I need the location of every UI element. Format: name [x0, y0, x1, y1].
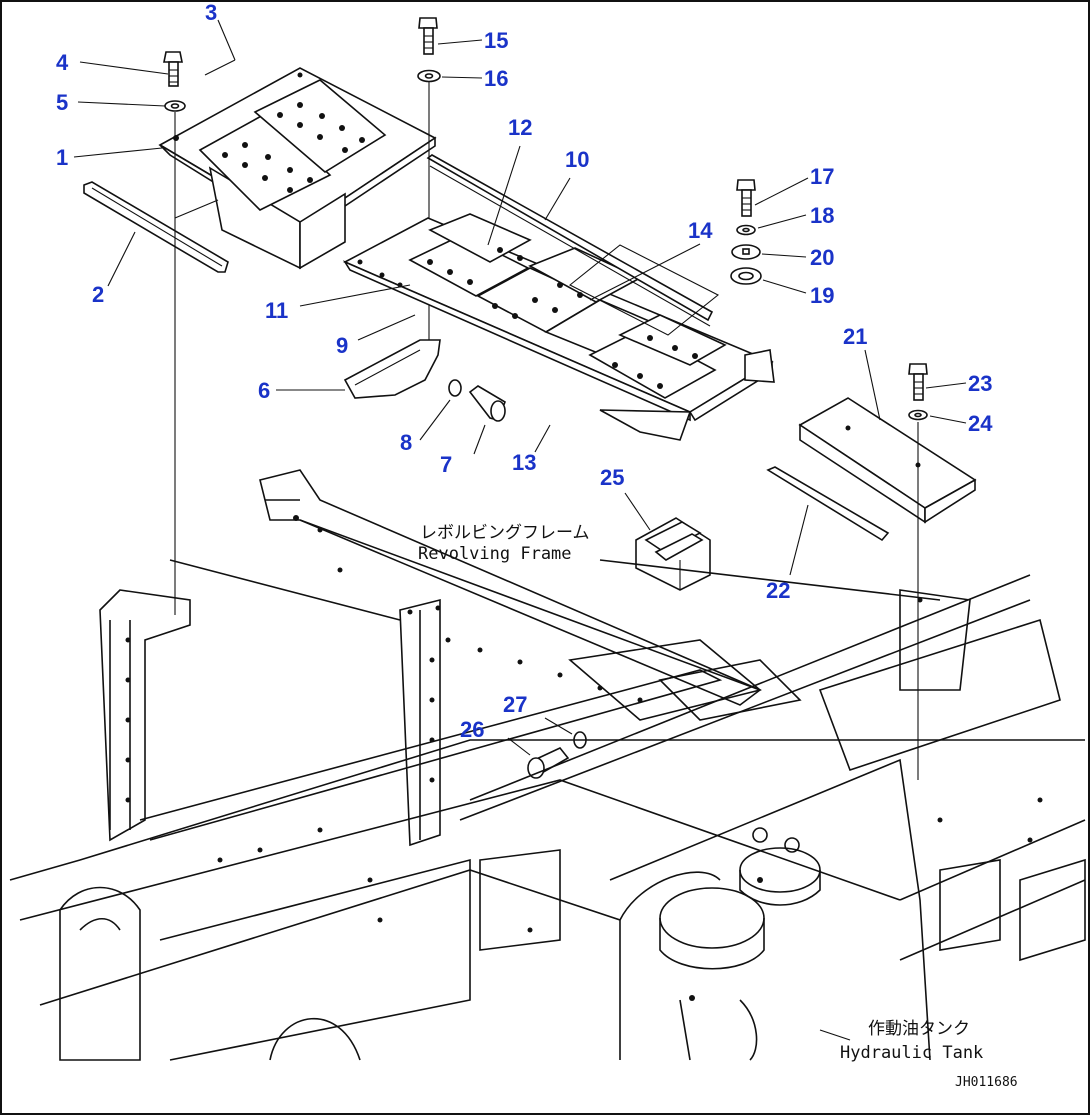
- revolving-frame-label-jp: レボルビングフレーム: [420, 523, 590, 543]
- bolt-part-26: [527, 747, 570, 779]
- hydraulic-tank-label-jp: 作動油タンク: [868, 1019, 970, 1039]
- callout-20: 20: [810, 245, 834, 270]
- callout-15: 15: [484, 28, 508, 53]
- washer-part-20: [731, 244, 761, 260]
- callout-19: 19: [810, 283, 834, 308]
- cover-part-21: [798, 397, 977, 524]
- bar-part-2: [83, 181, 229, 273]
- callout-25: 25: [600, 465, 624, 490]
- block-part-25: [635, 517, 711, 591]
- revolving-frame: [9, 469, 1086, 1061]
- bolt-part-23: [908, 363, 928, 401]
- bolt-part-17: [736, 179, 756, 217]
- callout-22: 22: [766, 578, 790, 603]
- callout-14: 14: [688, 218, 713, 243]
- strip-part-22: [766, 466, 890, 542]
- step-part-9: [342, 213, 775, 441]
- callout-numbers: 4 5 1 2 3 6 7 8 9 10 11 12 13 14 15 16 1…: [56, 0, 993, 742]
- bolt-part-7: [468, 385, 506, 422]
- leader-line: [174, 199, 219, 219]
- bracket-part-6: [343, 339, 441, 399]
- callout-6: 6: [258, 378, 270, 403]
- callout-4: 4: [56, 50, 69, 75]
- washer-part-24: [908, 409, 928, 421]
- rail-part-10: [426, 154, 714, 327]
- washer-part-5: [164, 100, 186, 112]
- callout-11: 11: [265, 298, 288, 323]
- callout-12: 12: [508, 115, 532, 140]
- leader-lines: [73, 19, 967, 756]
- washer-part-18: [736, 224, 756, 236]
- callout-18: 18: [810, 203, 834, 228]
- drawing-code: JH011686: [955, 1075, 1018, 1090]
- callout-1: 1: [56, 145, 68, 170]
- step-box-part-1: [158, 67, 437, 270]
- callout-21: 21: [843, 324, 867, 349]
- callout-8: 8: [400, 430, 412, 455]
- washer-part-16: [417, 69, 441, 83]
- sheet-part-14: [568, 244, 720, 336]
- callout-10: 10: [565, 147, 589, 172]
- bolt-part-4: [163, 51, 183, 87]
- callout-23: 23: [968, 371, 992, 396]
- washer-part-19: [730, 267, 762, 285]
- leader-line: [819, 1029, 851, 1041]
- callout-7: 7: [440, 452, 452, 477]
- callout-2: 2: [92, 282, 104, 307]
- callout-3: 3: [205, 0, 217, 25]
- callout-17: 17: [810, 164, 834, 189]
- revolving-frame-label-en: Revolving Frame: [418, 544, 572, 564]
- callout-27: 27: [503, 692, 527, 717]
- callout-24: 24: [968, 411, 993, 436]
- callout-9: 9: [336, 333, 348, 358]
- bolt-part-15: [418, 17, 438, 55]
- callout-13: 13: [512, 450, 536, 475]
- hydraulic-tank-label-en: Hydraulic Tank: [840, 1043, 983, 1063]
- callout-5: 5: [56, 90, 68, 115]
- callout-26: 26: [460, 717, 484, 742]
- callout-16: 16: [484, 66, 508, 91]
- washer-part-8: [448, 379, 462, 397]
